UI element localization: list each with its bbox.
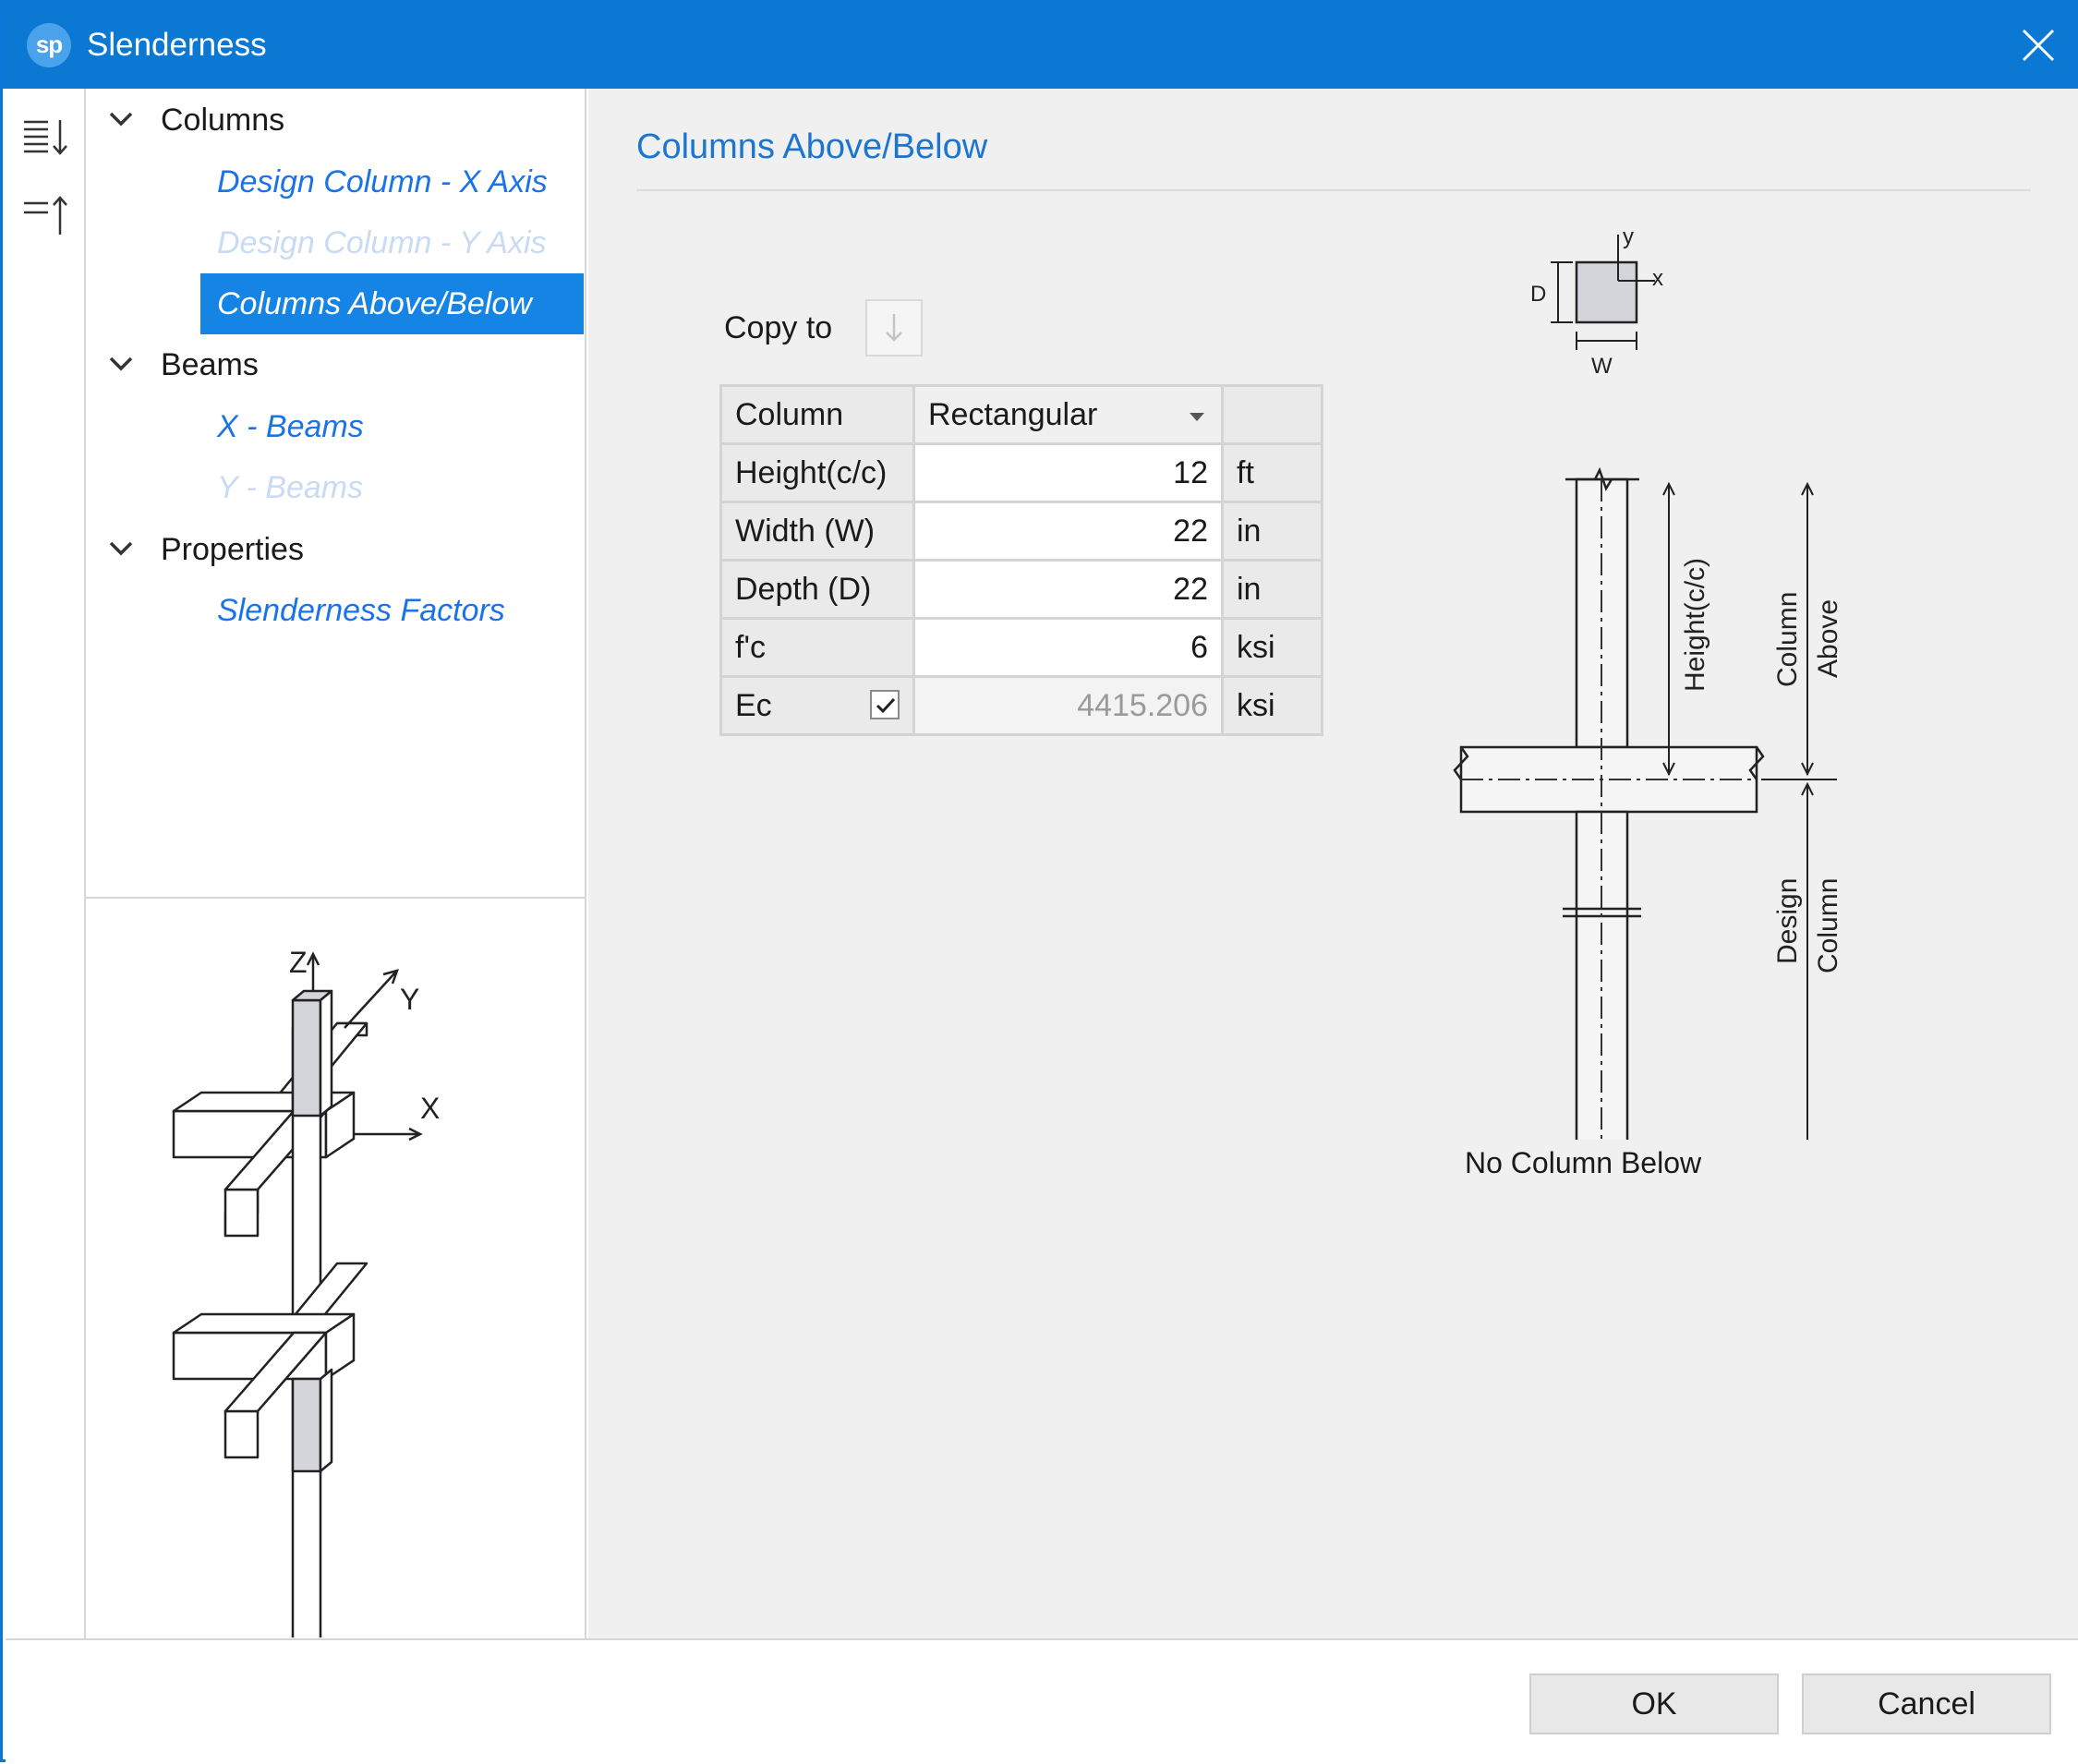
tree-group-label: Columns	[161, 103, 285, 138]
section-divider	[636, 189, 2031, 191]
no-column-below-label: No Column Below	[1465, 1146, 1702, 1179]
frame-3d-illustration: Z Y X	[172, 946, 440, 1764]
grid-unit-empty	[1221, 384, 1323, 445]
tree-item-columns-above-below[interactable]: Columns Above/Below	[200, 273, 584, 334]
tree-item-design-column-y: Design Column - Y Axis	[217, 225, 547, 260]
grid-row-fc: f'c 6 ksi	[719, 617, 1323, 678]
grid-unit: in	[1221, 501, 1323, 562]
section-w-label: W	[1591, 354, 1613, 379]
close-button[interactable]	[1996, 3, 2078, 89]
tree-item-design-column-x[interactable]: Design Column - X Axis	[217, 164, 548, 199]
height-dimension-label: Height(c/c)	[1680, 558, 1710, 692]
ec-value: 4415.206	[912, 675, 1224, 736]
ec-auto-checkbox[interactable]	[870, 689, 900, 719]
column-type-dropdown[interactable]: Rectangular	[912, 384, 1224, 445]
tree-group-label: Beams	[161, 347, 259, 382]
grid-label: f'c	[719, 617, 915, 678]
tree-item-y-beams: Y - Beams	[217, 470, 364, 505]
grid-unit: ft	[1221, 442, 1323, 503]
design-column-label-1: Design	[1772, 878, 1803, 964]
tree-group-beams[interactable]: Beams	[86, 334, 585, 395]
axis-y-label: Y	[400, 983, 419, 1016]
tree-item-slenderness-factors[interactable]: Slenderness Factors	[217, 593, 505, 628]
section-x-label: x	[1652, 266, 1663, 291]
section-y-label: y	[1623, 224, 1634, 249]
app-logo-icon: sp	[27, 23, 71, 67]
tree-group-columns[interactable]: Columns	[86, 90, 585, 151]
tree-group-label: Properties	[161, 532, 304, 567]
grid-row-depth: Depth (D) 22 in	[719, 559, 1323, 620]
dialog-footer: OK Cancel	[6, 1638, 2078, 1764]
close-icon	[2022, 29, 2055, 62]
frame-preview: Z Y X	[86, 897, 586, 1764]
grid-unit: ksi	[1221, 675, 1323, 736]
arrow-down-icon	[886, 314, 902, 342]
window-title: Slenderness	[87, 27, 267, 63]
expand-all-icon[interactable]	[18, 109, 74, 164]
checkmark-icon	[876, 697, 896, 713]
column-above-label-1: Column	[1772, 592, 1803, 687]
grid-row-width: Width (W) 22 in	[719, 501, 1323, 562]
height-input[interactable]: 12	[912, 442, 1224, 503]
copy-to-label: Copy to	[724, 310, 833, 345]
tree-toolstrip	[6, 89, 86, 1638]
section-title: Columns Above/Below	[636, 127, 988, 166]
axis-z-label: Z	[289, 946, 308, 979]
grid-label: Depth (D)	[719, 559, 915, 620]
ok-button[interactable]: OK	[1529, 1673, 1779, 1734]
title-bar[interactable]: sp Slenderness	[3, 3, 2078, 89]
grid-label-ec: Ec	[719, 675, 915, 736]
grid-label: Height(c/c)	[719, 442, 915, 503]
grid-row-ec: Ec 4415.206 ksi	[719, 675, 1323, 736]
copy-to-button[interactable]	[865, 299, 923, 356]
navigation-tree: Columns Design Column - X Axis Design Co…	[86, 89, 586, 897]
width-input[interactable]: 22	[912, 501, 1224, 562]
column-properties-grid: Column Rectangular Height(c/c) 12 ft Wid…	[719, 384, 1323, 736]
collapse-all-icon[interactable]	[18, 185, 74, 240]
grid-unit: in	[1221, 559, 1323, 620]
content-panel: Columns Above/Below Copy to Column Recta…	[588, 89, 2078, 1638]
column-above-label-2: Above	[1813, 599, 1843, 678]
axis-x-label: X	[420, 1092, 440, 1125]
grid-unit: ksi	[1221, 617, 1323, 678]
chevron-down-icon	[109, 112, 133, 127]
tree-item-x-beams[interactable]: X - Beams	[217, 409, 364, 444]
grid-label: Width (W)	[719, 501, 915, 562]
columns-above-below-diagram: y x D W	[1453, 224, 1843, 1140]
tree-group-properties[interactable]: Properties	[86, 519, 585, 580]
depth-input[interactable]: 22	[912, 559, 1224, 620]
grid-row-height: Height(c/c) 12 ft	[719, 442, 1323, 503]
cancel-button[interactable]: Cancel	[1802, 1673, 2051, 1734]
chevron-down-icon	[109, 356, 133, 371]
dropdown-arrow-icon	[1190, 413, 1204, 421]
section-d-label: D	[1530, 282, 1546, 307]
grid-row-column-type: Column Rectangular	[719, 384, 1323, 445]
chevron-down-icon	[109, 541, 133, 556]
fc-input[interactable]: 6	[912, 617, 1224, 678]
design-column-label-2: Column	[1813, 878, 1843, 973]
grid-label-column: Column	[719, 384, 915, 445]
